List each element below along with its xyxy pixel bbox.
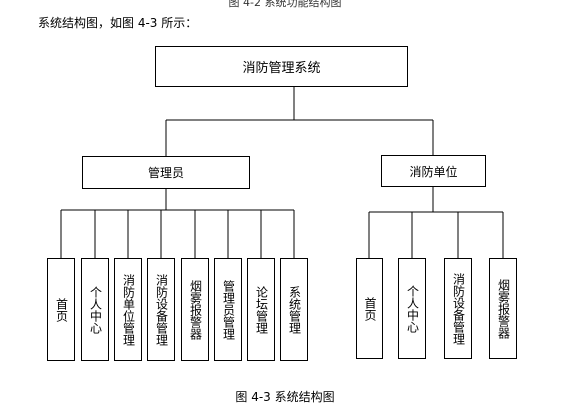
- admin-child-unit-mgmt: 消防单位管理: [114, 258, 142, 361]
- admin-child-system-mgmt: 系统管理: [280, 258, 308, 361]
- figure-caption: 图 4-3 系统结构图: [235, 390, 335, 404]
- admin-child-smoke-alarm: 烟雾报警器: [181, 258, 209, 361]
- unit-child-equipment-mgmt: 消防设备管理: [444, 258, 472, 359]
- unit-child-profile: 个人中心: [398, 258, 426, 359]
- unit-node: 消防单位: [381, 155, 486, 187]
- top-cut-caption: 图 4-2 系统功能结构图: [228, 0, 342, 9]
- admin-child-home: 首页: [47, 258, 75, 361]
- admin-child-admin-mgmt: 管理员管理: [214, 258, 242, 361]
- admin-child-profile: 个人中心: [81, 258, 109, 361]
- unit-child-home: 首页: [356, 258, 383, 359]
- unit-child-smoke-alarm: 烟雾报警器: [489, 258, 517, 359]
- admin-child-equipment-mgmt: 消防设备管理: [147, 258, 175, 361]
- root-node: 消防管理系统: [155, 46, 408, 87]
- intro-text: 系统结构图，如图 4-3 所示：: [38, 16, 198, 30]
- admin-child-forum-mgmt: 论坛管理: [247, 258, 275, 361]
- admin-node: 管理员: [82, 156, 250, 189]
